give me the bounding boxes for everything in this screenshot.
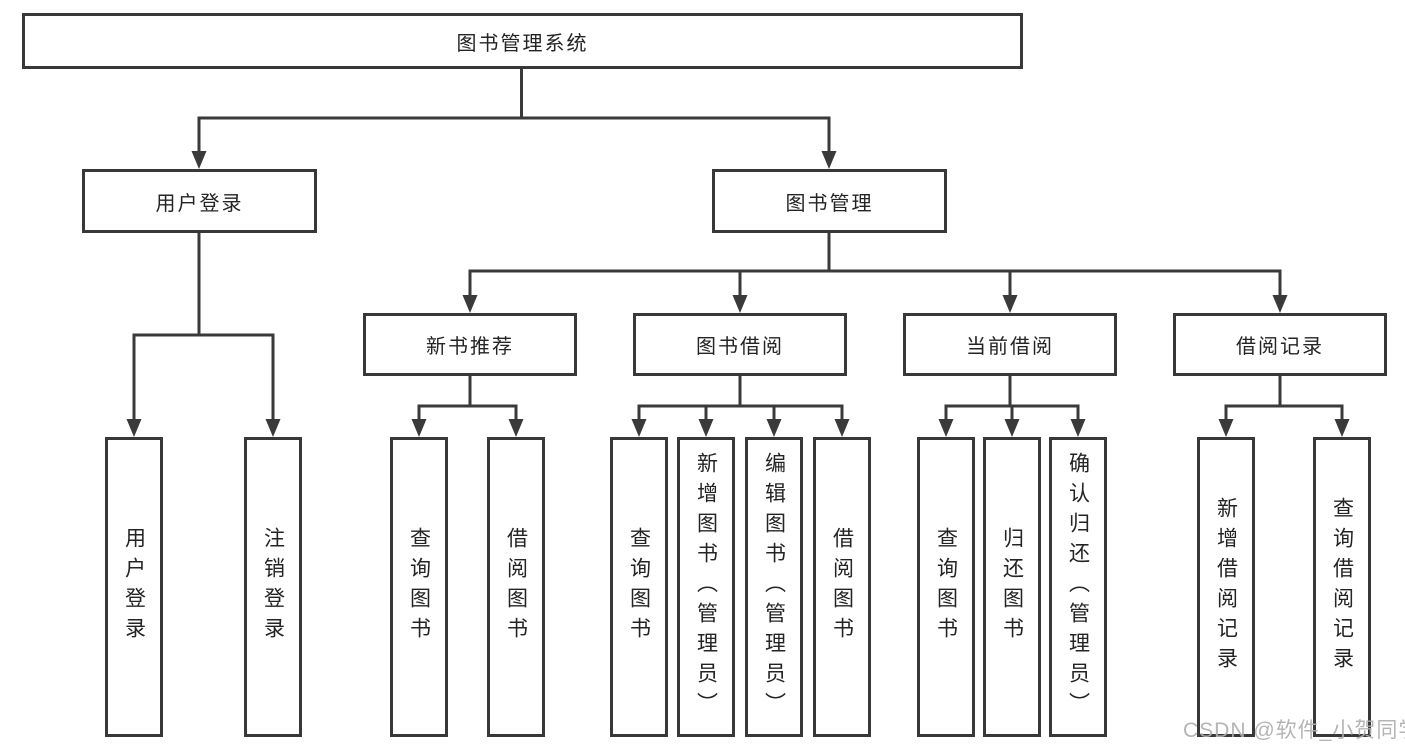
arrowhead	[126, 419, 281, 437]
node-label: 确认归还（管理员）	[1066, 452, 1090, 722]
node-leaf-add-books-admin: 新增图书（管理员）	[677, 437, 735, 737]
node-current-borrowing: 当前借阅	[903, 313, 1117, 376]
arrowhead	[411, 419, 524, 437]
node-leaf-borrow-books: 借阅图书	[813, 437, 871, 737]
connector-line	[197, 68, 831, 153]
arrowhead	[191, 151, 837, 169]
connector-book-borrowing-to-leaves	[631, 375, 850, 437]
node-label: 新增借阅记录	[1214, 497, 1238, 677]
node-leaf-confirm-return-admin: 确认归还（管理员）	[1049, 437, 1107, 737]
node-leaf-query-borrow-record: 查询借阅记录	[1313, 437, 1371, 737]
connector-line	[132, 232, 275, 421]
arrowhead	[462, 295, 1288, 313]
connector-new-book-recommendation-to-leaves	[411, 375, 524, 437]
node-label: 归还图书	[1000, 527, 1024, 647]
node-new-book-recommendation: 新书推荐	[363, 313, 577, 376]
node-label: 用户登录	[122, 527, 146, 647]
node-label: 用户登录	[155, 192, 244, 215]
connector-line	[637, 375, 844, 421]
node-label: 注销登录	[261, 527, 285, 647]
node-label: 图书管理系统	[456, 32, 589, 55]
connector-line	[944, 375, 1080, 421]
node-label: 查询图书	[407, 527, 431, 647]
node-label: 新书推荐	[426, 336, 514, 358]
node-book-borrowing: 图书借阅	[633, 313, 847, 376]
connector-line	[468, 232, 1282, 297]
node-label: 当前借阅	[966, 336, 1054, 358]
node-leaf-return-books: 归还图书	[983, 437, 1041, 737]
node-label: 借阅记录	[1236, 336, 1324, 358]
csdn-watermark: CSDN @软件_小贺同学	[1183, 719, 1405, 742]
node-library-management-system: 图书管理系统	[22, 13, 1023, 69]
connector-borrowing-records-to-leaves	[1218, 375, 1350, 437]
connector-line	[417, 375, 518, 421]
node-label: 查询借阅记录	[1330, 497, 1354, 677]
node-label: 借阅图书	[830, 527, 854, 647]
arrowhead	[1218, 419, 1350, 437]
node-user-login: 用户登录	[82, 169, 317, 233]
node-book-management: 图书管理	[712, 169, 947, 233]
node-label: 查询图书	[627, 527, 651, 647]
connector-root-to-branches	[191, 68, 837, 169]
node-borrowing-records: 借阅记录	[1173, 313, 1387, 376]
node-leaf-query-books: 查询图书	[917, 437, 975, 737]
node-leaf-user-login: 用户登录	[105, 437, 163, 737]
node-leaf-logout: 注销登录	[244, 437, 302, 737]
connector-line	[1224, 375, 1344, 421]
node-label: 图书管理	[785, 192, 874, 215]
node-leaf-query-books: 查询图书	[610, 437, 668, 737]
node-label: 查询图书	[934, 527, 958, 647]
connector-user-login-to-leaves	[126, 232, 281, 437]
node-leaf-edit-books-admin: 编辑图书（管理员）	[745, 437, 803, 737]
node-label: 借阅图书	[504, 527, 528, 647]
arrowhead	[631, 419, 850, 437]
connector-current-borrowing-to-leaves	[938, 375, 1086, 437]
node-label: 新增图书（管理员）	[694, 452, 718, 722]
node-label: 编辑图书（管理员）	[762, 452, 786, 722]
arrowhead	[938, 419, 1086, 437]
connector-book-management-to-groups	[462, 232, 1288, 313]
node-leaf-add-borrow-record: 新增借阅记录	[1197, 437, 1255, 737]
node-label: 图书借阅	[696, 336, 784, 358]
node-leaf-query-books: 查询图书	[390, 437, 448, 737]
node-leaf-borrow-books: 借阅图书	[487, 437, 545, 737]
